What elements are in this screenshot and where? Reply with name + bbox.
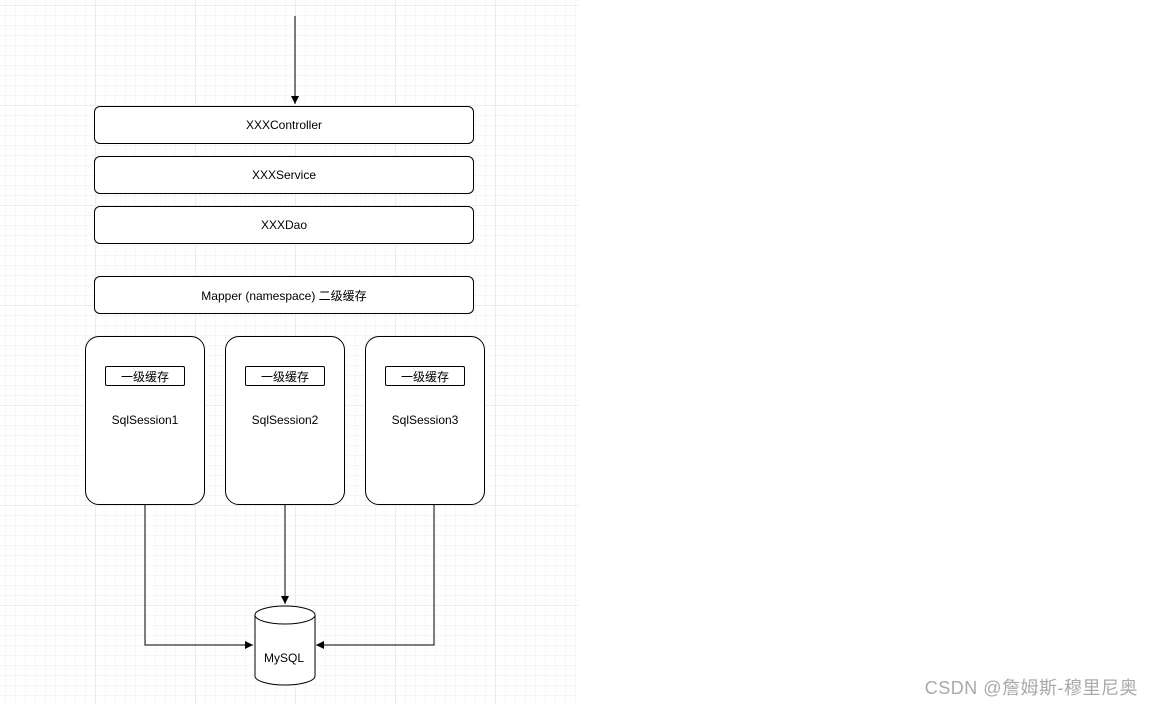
xxx-dao-label: XXXDao bbox=[260, 218, 308, 232]
first-level-cache-box: 一级缓存 bbox=[105, 366, 185, 386]
xxx-service-box: XXXService bbox=[94, 156, 474, 194]
mysql-label: MySQL bbox=[263, 651, 304, 665]
session1-to-db-arrow bbox=[144, 505, 253, 649]
mapper-second-level-cache-box: Mapper (namespace) 二级缓存 bbox=[94, 276, 474, 314]
sqlsession-2-box: 一级缓存 SqlSession2 bbox=[225, 336, 345, 505]
xxx-dao-box: XXXDao bbox=[94, 206, 474, 244]
sqlsession-3-box: 一级缓存 SqlSession3 bbox=[365, 336, 485, 505]
mapper-label: Mapper (namespace) 二级缓存 bbox=[201, 288, 367, 303]
sqlsession-1-box: 一级缓存 SqlSession1 bbox=[85, 336, 205, 505]
session3-to-db-arrow bbox=[316, 505, 435, 649]
sqlsession-3-label: SqlSession3 bbox=[391, 413, 459, 427]
mysql-database-cylinder bbox=[254, 605, 316, 686]
first-level-cache-box: 一级缓存 bbox=[385, 366, 465, 386]
csdn-watermark: CSDN @詹姆斯-穆里尼奥 bbox=[924, 678, 1138, 698]
xxx-controller-label: XXXController bbox=[245, 118, 323, 132]
first-level-cache-box: 一级缓存 bbox=[245, 366, 325, 386]
sqlsession-2-label: SqlSession2 bbox=[251, 413, 319, 427]
xxx-controller-box: XXXController bbox=[94, 106, 474, 144]
sqlsession-1-label: SqlSession1 bbox=[111, 413, 179, 427]
xxx-service-label: XXXService bbox=[251, 168, 317, 182]
